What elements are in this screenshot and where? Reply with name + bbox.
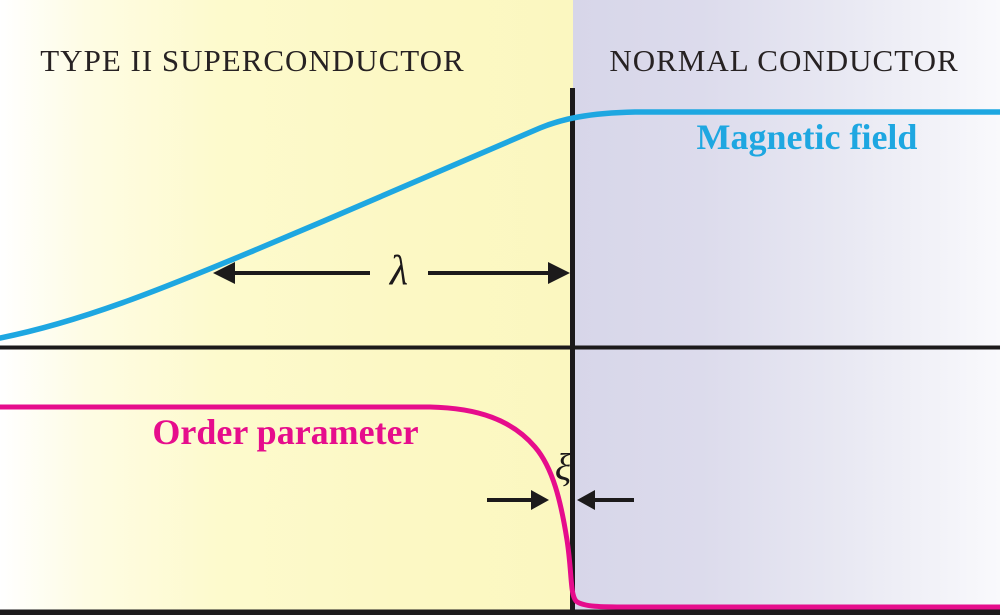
magnetic-field-curve-label: Magnetic field [696, 117, 918, 157]
region-title-normal-conductor: NORMAL CONDUCTOR [609, 43, 959, 78]
normal-conductor-region-background [573, 0, 1000, 615]
lambda-arrowhead-left-icon [213, 262, 235, 284]
lambda-arrowhead-right-icon [548, 262, 570, 284]
magnetic-field-curve [0, 109, 1000, 341]
xi-arrows [487, 490, 634, 510]
bottom-axis-line [0, 609, 1000, 615]
order-parameter-curve-label: Order parameter [152, 412, 419, 452]
superconductor-region-background [0, 0, 573, 615]
lambda-arrow [213, 262, 570, 284]
penetration-depth-lambda-symbol: λ [389, 248, 409, 294]
order-parameter-curve [0, 404, 1000, 610]
xi-arrowhead-left-pointing-icon [577, 490, 595, 510]
middle-axis-line [0, 345, 1000, 350]
xi-arrowhead-right-pointing-icon [531, 490, 549, 510]
coherence-length-xi-symbol: ξ [554, 447, 572, 489]
boundary-vertical-line [570, 88, 575, 615]
region-title-type2-superconductor: TYPE II SUPERCONDUCTOR [40, 43, 465, 78]
